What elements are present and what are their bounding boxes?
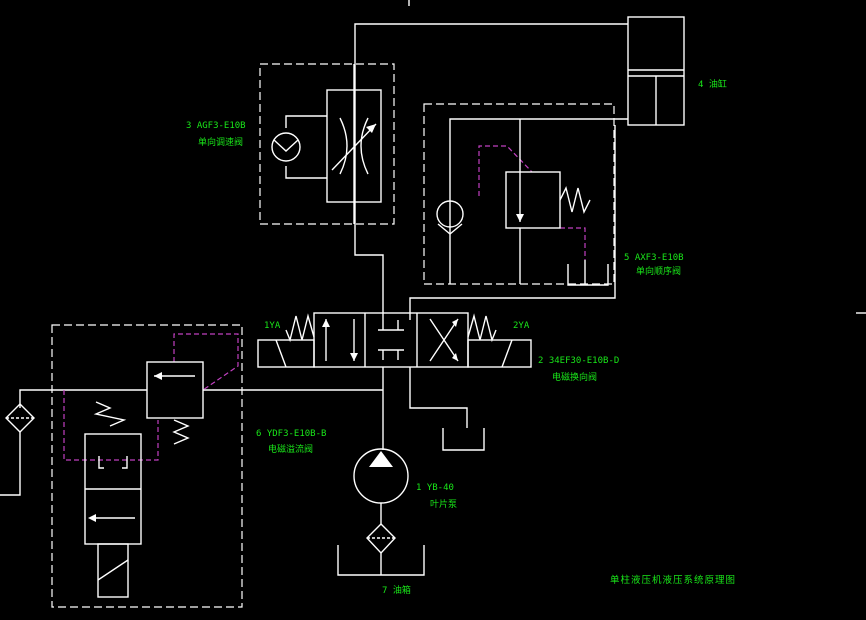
return-filter bbox=[0, 403, 35, 496]
solenoid-2ya-label: 2YA bbox=[513, 321, 530, 331]
solenoid-1ya-label: 1YA bbox=[264, 321, 281, 331]
directional-valve bbox=[257, 312, 532, 451]
pump-code-label: 1 YB-40 bbox=[416, 483, 454, 493]
relief-valve-code-label: 6 YDF3-E10B-B bbox=[256, 429, 326, 439]
throttle-valve-name-label: 单向调速阀 bbox=[198, 136, 243, 148]
sequence-valve-code-label: 5 AXF3-E10B bbox=[624, 253, 684, 263]
throttle-valve-code-label: 3 AGF3-E10B bbox=[186, 121, 246, 131]
relief-valve-name-label: 电磁溢流阀 bbox=[268, 443, 313, 455]
diagram-title: 单柱液压机液压系统原理图 bbox=[610, 574, 736, 586]
sequence-valve-name-label: 单向顺序阀 bbox=[636, 265, 681, 277]
oil-tank bbox=[337, 523, 425, 576]
one-way-throttle-valve bbox=[259, 63, 395, 225]
pump-name-label: 叶片泵 bbox=[430, 498, 457, 510]
directional-valve-name-label: 电磁换向阀 bbox=[552, 371, 597, 383]
cylinder-label: 4 油缸 bbox=[698, 78, 727, 90]
tank-label: 7 油箱 bbox=[382, 584, 411, 596]
solenoid-relief-valve bbox=[51, 324, 243, 608]
vane-pump bbox=[353, 448, 409, 525]
directional-valve-code-label: 2 34EF30-E10B-D bbox=[538, 356, 619, 366]
one-way-sequence-valve bbox=[423, 103, 615, 286]
hydraulic-cylinder bbox=[627, 16, 685, 126]
